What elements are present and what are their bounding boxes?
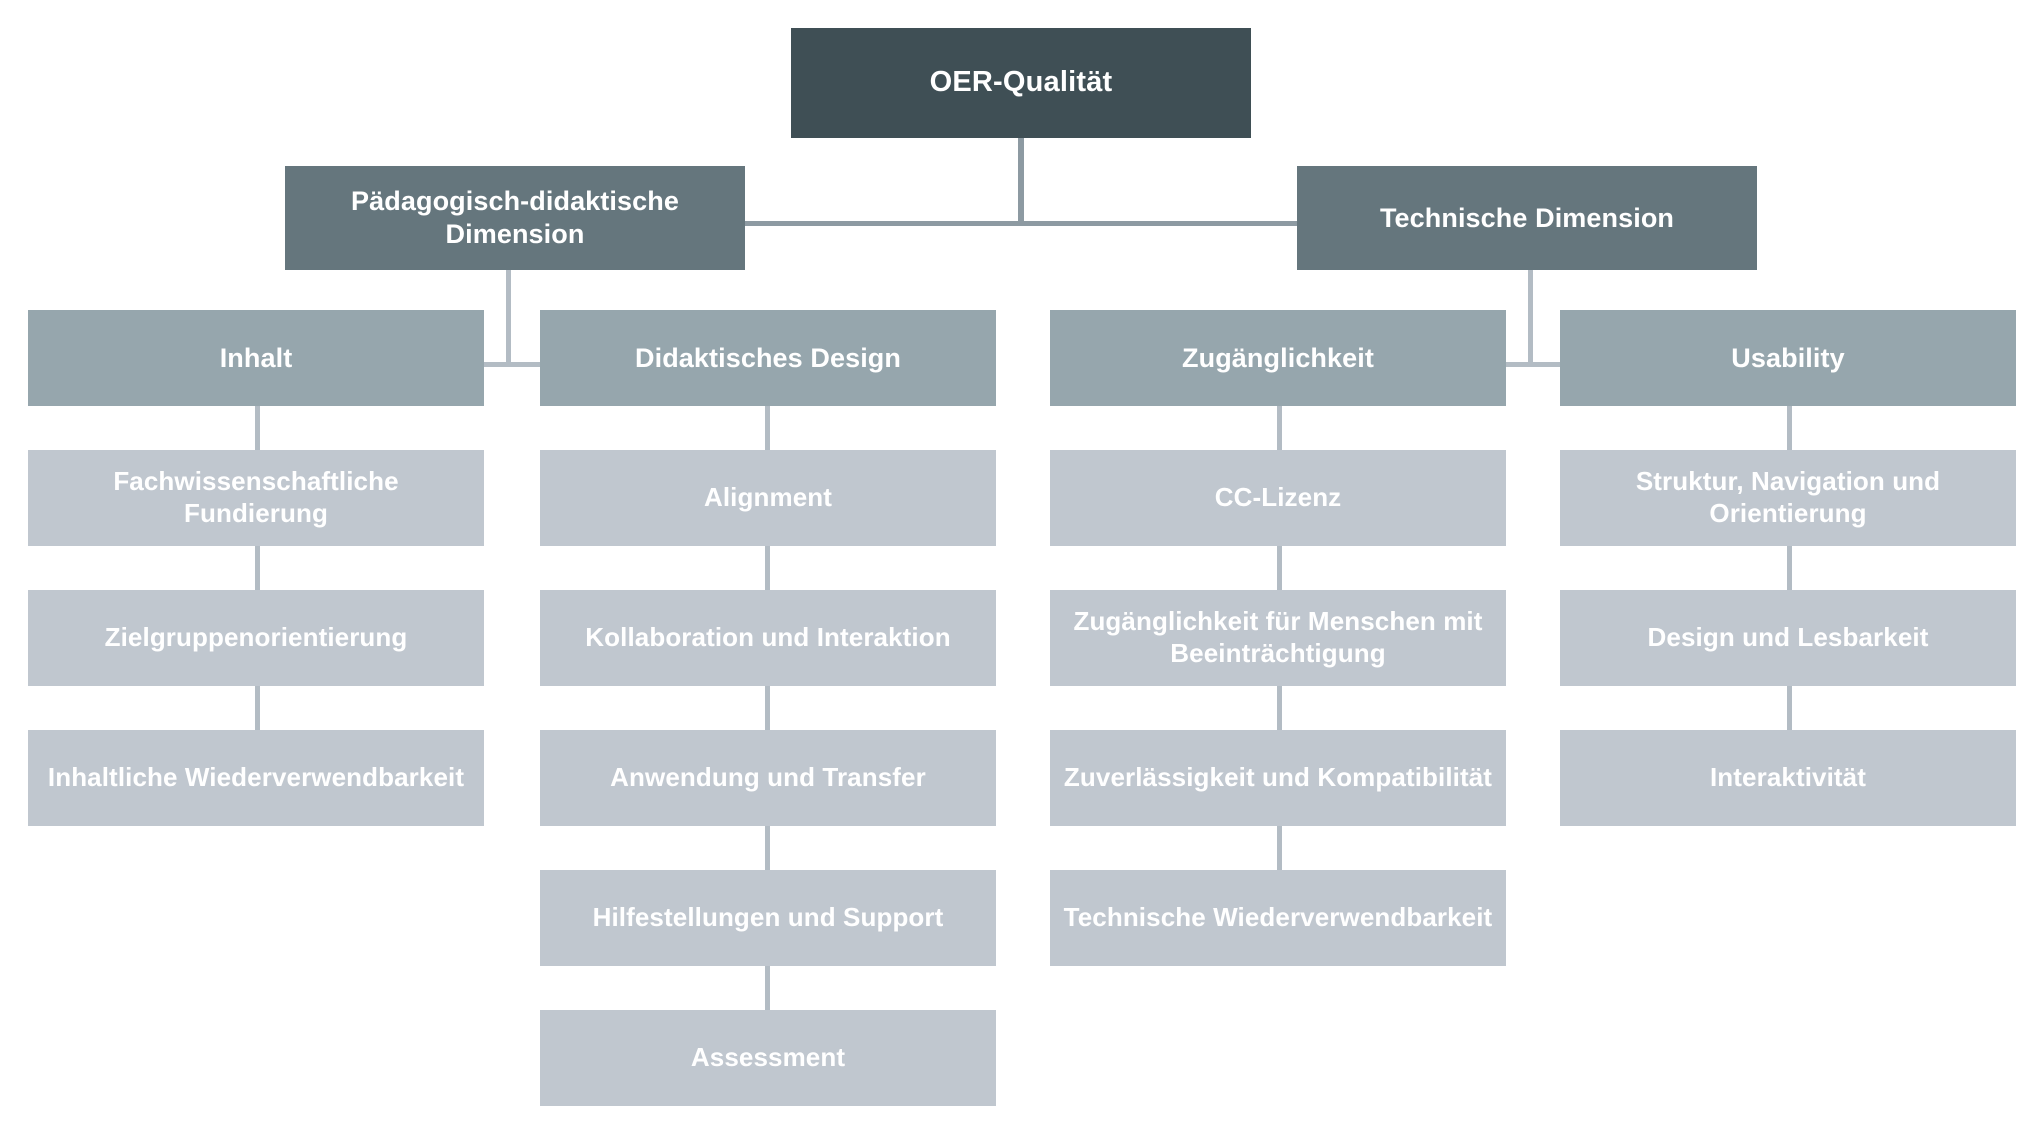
node-criterion-struktur-navigation-und-orientierung[interactable]: Struktur, Navigation und Orientierung	[1560, 450, 2016, 546]
connector-tech-stem	[1528, 268, 1533, 367]
node-label: Zugänglichkeit	[1182, 342, 1374, 373]
connector-zugang-1	[1277, 405, 1282, 458]
node-criterion-interaktivitaet[interactable]: Interaktivität	[1560, 730, 2016, 826]
node-category-zugaenglichkeit[interactable]: Zugänglichkeit	[1050, 310, 1506, 406]
connector-didaktik-1	[765, 405, 770, 458]
node-criterion-alignment[interactable]: Alignment	[540, 450, 996, 546]
node-label: Interaktivität	[1709, 762, 1866, 793]
connector-inhalt-2	[255, 545, 260, 598]
node-dimension-technische[interactable]: Technische Dimension	[1297, 166, 1757, 270]
node-label: Kollaboration und Interaktion	[585, 622, 951, 653]
node-criterion-cc-lizenz[interactable]: CC-Lizenz	[1050, 450, 1506, 546]
node-criterion-hilfestellungen-und-support[interactable]: Hilfestellungen und Support	[540, 870, 996, 966]
node-criterion-design-und-lesbarkeit[interactable]: Design und Lesbarkeit	[1560, 590, 2016, 686]
node-label: Design und Lesbarkeit	[1647, 622, 1929, 653]
node-label: OER-Qualität	[929, 66, 1113, 99]
connector-inhalt-1	[255, 405, 260, 458]
node-label: Technische Dimension	[1379, 202, 1675, 233]
node-label: Zugänglichkeit für Menschen mit Beeinträ…	[1073, 606, 1483, 668]
node-category-didaktisches-design[interactable]: Didaktisches Design	[540, 310, 996, 406]
connector-didaktik-4	[765, 825, 770, 878]
connector-paed-bridge	[257, 362, 767, 367]
node-criterion-zugaenglichkeit-fuer-menschen-mit-beeintraechtigung[interactable]: Zugänglichkeit für Menschen mit Beeinträ…	[1050, 590, 1506, 686]
node-criterion-zielgruppenorientierung[interactable]: Zielgruppenorientierung	[28, 590, 484, 686]
connector-root-stem	[1018, 136, 1024, 224]
node-criterion-anwendung-und-transfer[interactable]: Anwendung und Transfer	[540, 730, 996, 826]
node-category-usability[interactable]: Usability	[1560, 310, 2016, 406]
connector-inhalt-3	[255, 685, 260, 738]
node-label: Hilfestellungen und Support	[592, 902, 944, 933]
connector-paed-stem	[506, 268, 511, 367]
connector-usability-3	[1787, 685, 1792, 738]
node-label: Struktur, Navigation und Orientierung	[1635, 466, 1941, 528]
node-criterion-technische-wiederverwendbarkeit[interactable]: Technische Wiederverwendbarkeit	[1050, 870, 1506, 966]
connector-zugang-3	[1277, 685, 1282, 738]
node-label: Zielgruppenorientierung	[104, 622, 408, 653]
node-root-oer-qualitaet[interactable]: OER-Qualität	[791, 28, 1251, 138]
connector-tech-bridge	[1279, 362, 1789, 367]
node-label: Technische Wiederverwendbarkeit	[1063, 902, 1493, 933]
connector-usability-2	[1787, 545, 1792, 598]
node-criterion-assessment[interactable]: Assessment	[540, 1010, 996, 1106]
node-criterion-inhaltliche-wiederverwendbarkeit[interactable]: Inhaltliche Wiederverwendbarkeit	[28, 730, 484, 826]
connector-dimension-bus	[510, 221, 1532, 226]
node-category-inhalt[interactable]: Inhalt	[28, 310, 484, 406]
node-criterion-fachwissenschaftliche-fundierung[interactable]: Fachwissenschaftliche Fundierung	[28, 450, 484, 546]
connector-didaktik-3	[765, 685, 770, 738]
node-criterion-kollaboration-und-interaktion[interactable]: Kollaboration und Interaktion	[540, 590, 996, 686]
node-label: Usability	[1731, 342, 1845, 373]
connector-didaktik-5	[765, 965, 770, 1018]
node-label: Didaktisches Design	[635, 342, 901, 373]
node-label: Anwendung und Transfer	[610, 762, 926, 793]
connector-zugang-2	[1277, 545, 1282, 598]
node-label: Inhaltliche Wiederverwendbarkeit	[47, 762, 465, 793]
connector-zugang-4	[1277, 825, 1282, 878]
node-label: Assessment	[690, 1042, 846, 1073]
node-criterion-zuverlaessigkeit-und-kompatibilitaet[interactable]: Zuverlässigkeit und Kompatibilität	[1050, 730, 1506, 826]
connector-usability-1	[1787, 405, 1792, 458]
connector-didaktik-2	[765, 545, 770, 598]
node-label: Alignment	[703, 482, 832, 513]
node-dimension-paedagogisch-didaktische[interactable]: Pädagogisch-didaktische Dimension	[285, 166, 745, 270]
node-label: Zuverlässigkeit und Kompatibilität	[1063, 762, 1493, 793]
node-label: Inhalt	[219, 342, 293, 373]
node-label: Pädagogisch-didaktische Dimension	[351, 186, 679, 249]
node-label: Fachwissenschaftliche Fundierung	[113, 466, 399, 528]
node-label: CC-Lizenz	[1214, 482, 1342, 513]
